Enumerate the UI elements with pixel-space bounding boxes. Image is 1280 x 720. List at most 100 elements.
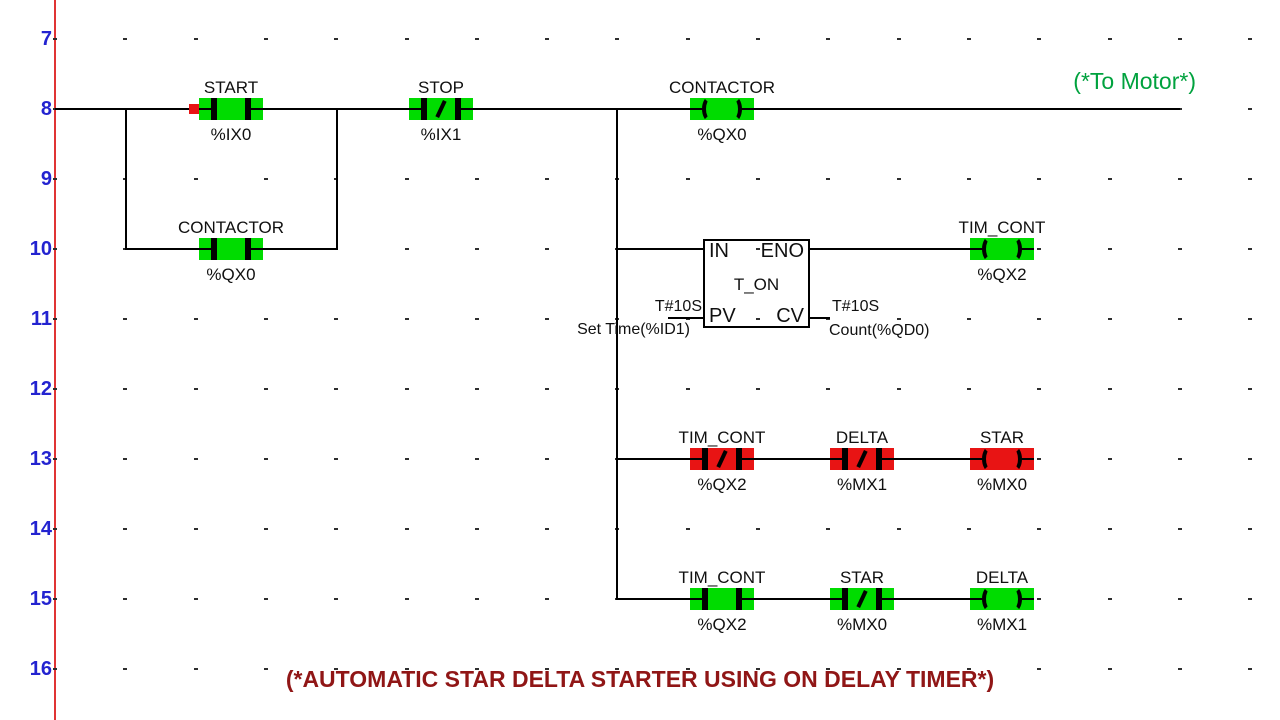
grid-dot — [264, 668, 268, 670]
element-label: DELTA — [975, 568, 1029, 587]
grid-dot — [1037, 178, 1041, 180]
grid-dot — [826, 318, 830, 320]
element-label: CONTACTOR — [177, 218, 285, 237]
grid-dot — [686, 38, 690, 40]
element-address: %QX2 — [697, 475, 747, 494]
element-address: %MX1 — [836, 475, 888, 494]
grid-dot — [756, 318, 760, 320]
grid-dot — [123, 318, 127, 320]
grid-dot — [1178, 668, 1182, 670]
grid-dot — [53, 598, 57, 600]
coil-delta[interactable]: DELTA %MX1 — [970, 568, 1034, 634]
rung-number-15: 15 — [29, 588, 52, 610]
contact-tim-cont-nc[interactable]: TIM_CONT %QX2 — [679, 428, 766, 494]
element-label: DELTA — [835, 428, 889, 447]
grid-dot — [897, 388, 901, 390]
wire-pv-stub — [668, 317, 703, 319]
grid-dot — [756, 38, 760, 40]
grid-dot — [264, 458, 268, 460]
timer-cv-port: CV — [776, 305, 804, 327]
grid-dot — [1037, 318, 1041, 320]
grid-dot — [967, 668, 971, 670]
grid-dot — [123, 388, 127, 390]
no-contact-symbol — [690, 588, 754, 610]
grid-dot — [967, 318, 971, 320]
grid-dot — [405, 248, 409, 250]
coil-symbol — [970, 236, 1034, 262]
grid-dot — [123, 598, 127, 600]
timer-function-block[interactable]: IN ENO T_ON PV CV — [703, 239, 810, 328]
grid-dot — [475, 668, 479, 670]
grid-dot — [123, 38, 127, 40]
grid-dot — [334, 598, 338, 600]
grid-dot — [405, 458, 409, 460]
grid-dot — [1037, 528, 1041, 530]
element-label: TIM_CONT — [678, 428, 766, 447]
grid-dot — [1248, 388, 1252, 390]
wire-branch-right — [336, 108, 338, 250]
grid-dot — [756, 668, 760, 670]
grid-dot — [545, 668, 549, 670]
grid-dot — [1248, 528, 1252, 530]
grid-dot — [194, 38, 198, 40]
grid-dot — [405, 318, 409, 320]
grid-dot — [53, 388, 57, 390]
element-address: %MX0 — [976, 475, 1028, 494]
element-address: %QX0 — [697, 125, 747, 144]
grid-dot — [756, 388, 760, 390]
grid-dot — [194, 668, 198, 670]
contact-stop[interactable]: STOP %IX1 — [409, 78, 473, 144]
contact-delta-nc[interactable]: DELTA %MX1 — [830, 428, 894, 494]
grid-dot — [1108, 668, 1112, 670]
grid-dot — [405, 528, 409, 530]
grid-dot — [1178, 108, 1182, 110]
grid-dot — [1248, 108, 1252, 110]
grid-dot — [123, 528, 127, 530]
coil-star[interactable]: STAR %MX0 — [970, 428, 1034, 494]
element-address: %QX2 — [697, 615, 747, 634]
coil-tim-cont[interactable]: TIM_CONT %QX2 — [959, 218, 1046, 284]
grid-dot — [264, 528, 268, 530]
rung-number-8: 8 — [40, 98, 52, 120]
contact-tim-cont-no[interactable]: TIM_CONT %QX2 — [679, 568, 766, 634]
element-label: TIM_CONT — [958, 218, 1046, 237]
grid-dot — [1108, 318, 1112, 320]
contact-contactor[interactable]: CONTACTOR %QX0 — [178, 218, 284, 284]
grid-dot — [194, 598, 198, 600]
contact-start[interactable]: START %IX0 — [199, 78, 263, 144]
wire-rung15 — [617, 598, 970, 600]
grid-dot — [897, 318, 901, 320]
grid-dot — [405, 598, 409, 600]
grid-dot — [545, 528, 549, 530]
grid-dot — [967, 38, 971, 40]
grid-dot — [967, 388, 971, 390]
grid-dot — [53, 458, 57, 460]
grid-dot — [194, 458, 198, 460]
element-label: STOP — [418, 78, 464, 97]
grid-dot — [967, 528, 971, 530]
coil-symbol — [970, 586, 1034, 612]
grid-dot — [1108, 528, 1112, 530]
grid-dot — [545, 248, 549, 250]
contact-star-nc[interactable]: STAR %MX0 — [830, 568, 894, 634]
element-label: START — [203, 78, 259, 97]
grid-dot — [334, 458, 338, 460]
rung-number-13: 13 — [29, 448, 52, 470]
grid-dot — [615, 38, 619, 40]
grid-dot — [686, 178, 690, 180]
coil-contactor[interactable]: CONTACTOR %QX0 — [669, 78, 775, 144]
grid-dot — [545, 598, 549, 600]
element-address: %MX0 — [836, 615, 888, 634]
element-address: %MX1 — [976, 615, 1028, 634]
timer-eno-port: ENO — [760, 240, 804, 262]
grid-dot — [264, 318, 268, 320]
grid-dot — [897, 38, 901, 40]
grid-dot — [334, 528, 338, 530]
grid-dot — [1178, 458, 1182, 460]
grid-dot — [475, 458, 479, 460]
grid-dot — [545, 388, 549, 390]
nc-contact-symbol — [409, 98, 473, 120]
grid-dot — [967, 178, 971, 180]
grid-dot — [1248, 318, 1252, 320]
